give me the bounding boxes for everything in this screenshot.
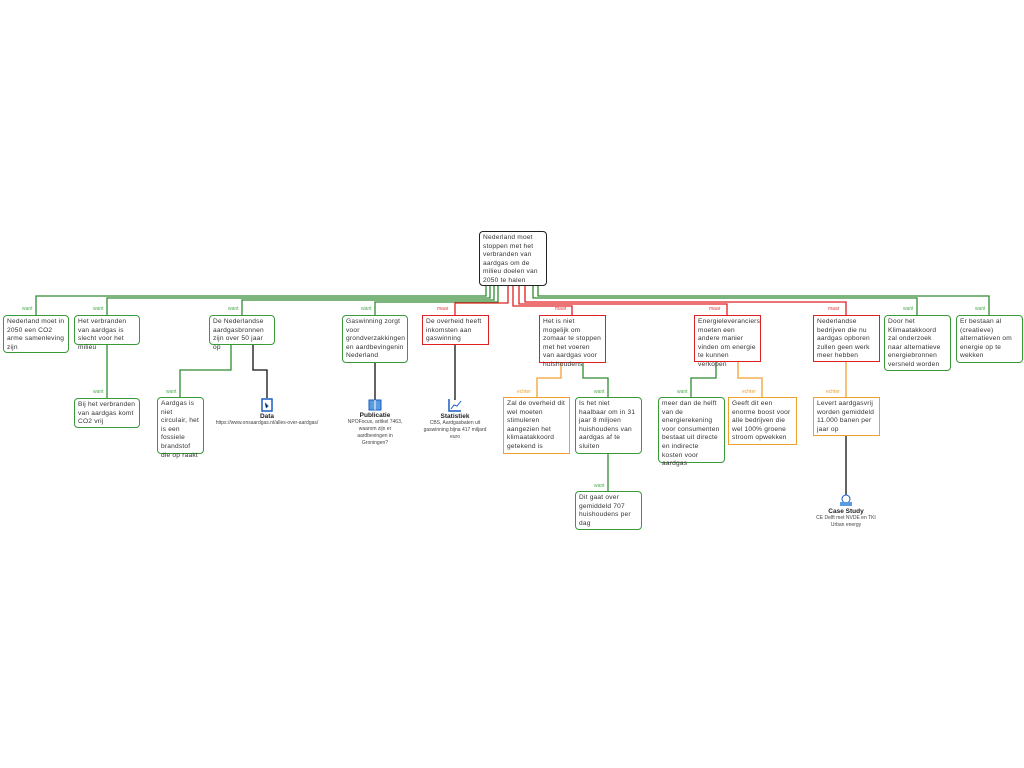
source-type: Case Study [828,508,864,515]
book-icon [368,399,382,411]
argument-node[interactable]: Dit gaat over gemiddeld 707 huishoudens … [575,491,642,530]
relation-label: want [594,483,605,489]
argument-node[interactable]: Gaswinning zorgt voor grondverzakkingen … [342,315,408,363]
source-type: Statistiek [440,413,470,420]
relation-label: echter [742,389,756,395]
case-study-icon [840,494,852,506]
argument-node[interactable]: De Nederlandse aardgasbronnen zijn over … [209,315,275,351]
relation-label: want [166,389,177,395]
source-text: https://www.onsaardgas.nl/alles-over-aar… [215,420,319,426]
argument-node[interactable]: Er bestaan al (creatieve) alternatieven … [956,315,1023,363]
relation-label: maar [555,306,567,312]
source-text: CBS, Aardgasbaten uit gaswinning bijna 4… [423,420,487,440]
source-type: Publicatie [359,412,391,419]
argument-node[interactable]: Nederland moet in 2050 een CO2 arme same… [3,315,69,353]
relation-label: maar [709,306,721,312]
relation-label: echter [517,389,531,395]
argument-node[interactable]: meer dan de helft van de energierekening… [658,397,725,467]
argument-node[interactable]: Door het Klimaatakkoord zal onderzoek na… [884,315,951,371]
source-text: NPOFocus, artikel 7463, waarom zijn er a… [347,419,403,446]
rebuttal-node[interactable]: Geeft dit een enorme boost voor alle bed… [728,397,797,445]
relation-label: want [975,306,986,312]
source-text: CE Delft met NVDE en TKI Urban energy [816,515,876,528]
source-case-study[interactable]: Case Study CE Delft met NVDE en TKI Urba… [791,493,901,529]
relation-label: want [228,306,239,312]
document-icon [261,398,273,412]
relation-label: want [93,389,104,395]
rebuttal-node[interactable]: Zal de overheid dit wel moeten stimulere… [503,397,570,454]
relation-label: want [594,389,605,395]
rebuttal-node[interactable]: Levert aardgasvrij worden gemiddeld 11.0… [813,397,880,436]
argument-node[interactable]: Het verbranden van aardgas is slecht voo… [74,315,140,351]
relation-label: echter [826,389,840,395]
objection-node[interactable]: Nederlandse bedrijven die nu aardgas opb… [813,315,880,362]
relation-label: want [677,389,688,395]
relation-label: want [903,306,914,312]
argument-node[interactable]: Bij het verbranden van aardgas komt CO2 … [74,398,140,428]
objection-node[interactable]: Energieleveranciers moeten een andere ma… [694,315,761,368]
source-data[interactable]: Data https://www.onsaardgas.nl/alles-ove… [212,398,322,427]
source-publicatie[interactable]: Publicatie NPOFocus, artikel 7463, waaro… [320,398,430,447]
root-claim[interactable]: Nederland moet stoppen met het verbrande… [479,231,547,286]
relation-label: maar [437,306,449,312]
relation-label: want [22,306,33,312]
objection-node[interactable]: De overheid heeft inkomsten aan gaswinni… [422,315,489,345]
source-type: Data [259,413,275,420]
objection-node[interactable]: Het is niet mogelijk om zomaar te stoppe… [539,315,606,368]
argument-node[interactable]: Aardgas is niet circulair, het is een fo… [157,397,204,459]
source-statistiek[interactable]: Statistiek CBS, Aardgasbaten uit gaswinn… [400,398,510,441]
chart-icon [448,399,462,412]
relation-label: want [93,306,104,312]
relation-label: maar [828,306,840,312]
relation-label: want [361,306,372,312]
argument-node[interactable]: Is het niet haalbaar om in 31 jaar 8 mil… [575,397,642,454]
